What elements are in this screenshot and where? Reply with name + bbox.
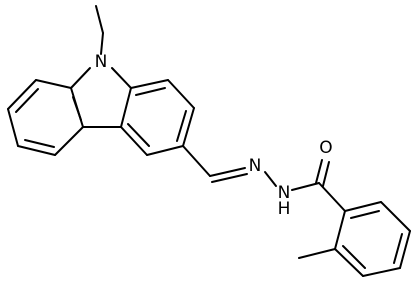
bond-c8a-c4a <box>120 87 132 128</box>
bond-right-ring-1 <box>130 79 169 89</box>
bond-left-ring-3 <box>7 108 19 147</box>
bond-right-ring-4 <box>146 145 184 156</box>
bond-methyl <box>298 248 336 259</box>
bond-left-ring-2-inner <box>15 88 39 113</box>
bond-left-ring-5 <box>54 126 84 156</box>
bond-right-ring-2 <box>167 79 195 109</box>
bond-left-ring-4 <box>17 145 56 156</box>
bond-ch-n-double-1 <box>209 167 246 177</box>
bond-nh-carbonyl-c <box>291 182 320 191</box>
bond-tol-ring-3-inner <box>393 233 403 264</box>
bond-n-c9a <box>70 67 91 89</box>
bond-tol-ring-1 <box>344 201 382 212</box>
bond-right-ring-5 <box>120 126 148 156</box>
bond-c-o-double-1 <box>315 159 323 184</box>
bond-tol-ring-1-inner <box>350 210 380 219</box>
bond-tol-ring-4 <box>362 267 401 277</box>
bond-right-ring-5-inner <box>127 123 150 147</box>
bond-ethyl-ch3-ch2 <box>95 5 104 34</box>
hydrazone-nitrogen-label: N <box>249 156 262 176</box>
bond-n-c8a <box>111 67 132 89</box>
bond-right-ring-3-inner <box>176 110 187 142</box>
bond-left-ring-2 <box>7 79 37 110</box>
bond-left-ring-6-inner <box>72 96 82 121</box>
bond-c-o-double-2 <box>322 161 330 187</box>
bond-tol-ring-5 <box>334 248 364 277</box>
bond-tol-ring-3 <box>399 230 411 269</box>
bond-tol-ring-5-inner <box>342 245 366 269</box>
bond-ch-n-double-2 <box>211 173 248 183</box>
bond-ring-to-ch <box>182 145 211 177</box>
amide-hydrogen-label: H <box>278 199 291 219</box>
carbonyl-oxygen-label: O <box>319 138 332 158</box>
carbazole-nitrogen-label: N <box>95 52 108 72</box>
bond-carbonyl-to-ring <box>318 182 346 212</box>
bond-n-n <box>264 171 277 187</box>
bond-ethyl-ch2-n <box>100 32 104 55</box>
bond-left-ring-1 <box>35 79 72 89</box>
bond-right-ring-1-inner <box>135 87 166 96</box>
bond-right-ring-3 <box>182 107 195 147</box>
bond-tol-ring-2 <box>380 201 411 232</box>
bond-left-ring-4-inner <box>24 139 55 148</box>
bond-tol-ring-6 <box>334 210 346 250</box>
amide-nitrogen-label: N <box>278 183 291 203</box>
